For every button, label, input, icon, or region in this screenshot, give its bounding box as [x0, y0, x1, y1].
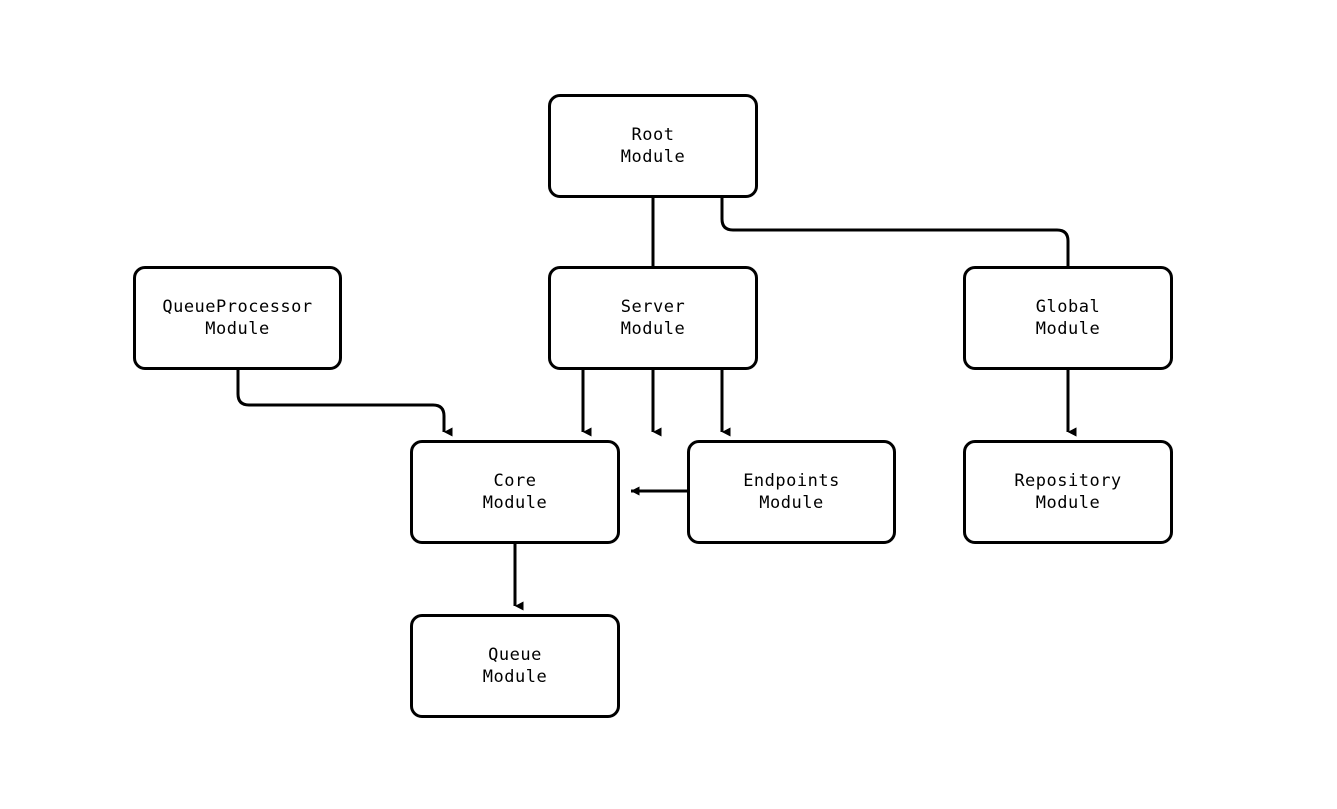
node-endpoints-module[interactable]: Endpoints Module	[687, 440, 896, 544]
node-label-global-module: Global Module	[1035, 297, 1101, 339]
node-repository-module[interactable]: Repository Module	[963, 440, 1173, 544]
node-label-queueprocessor-module: QueueProcessor Module	[162, 297, 313, 339]
node-label-root-module: Root Module	[620, 125, 686, 167]
node-root-module[interactable]: Root Module	[548, 94, 758, 198]
node-label-queue-module: Queue Module	[482, 645, 548, 687]
node-core-module[interactable]: Core Module	[410, 440, 620, 544]
node-queue-module[interactable]: Queue Module	[410, 614, 620, 718]
node-queueprocessor-module[interactable]: QueueProcessor Module	[133, 266, 342, 370]
node-server-module[interactable]: Server Module	[548, 266, 758, 370]
node-label-endpoints-module: Endpoints Module	[743, 471, 840, 513]
node-label-repository-module: Repository Module	[1014, 471, 1122, 513]
node-label-core-module: Core Module	[482, 471, 548, 513]
edge-queueprocessor-to-core	[236, 370, 453, 437]
node-label-server-module: Server Module	[620, 297, 686, 339]
node-global-module[interactable]: Global Module	[963, 266, 1173, 370]
